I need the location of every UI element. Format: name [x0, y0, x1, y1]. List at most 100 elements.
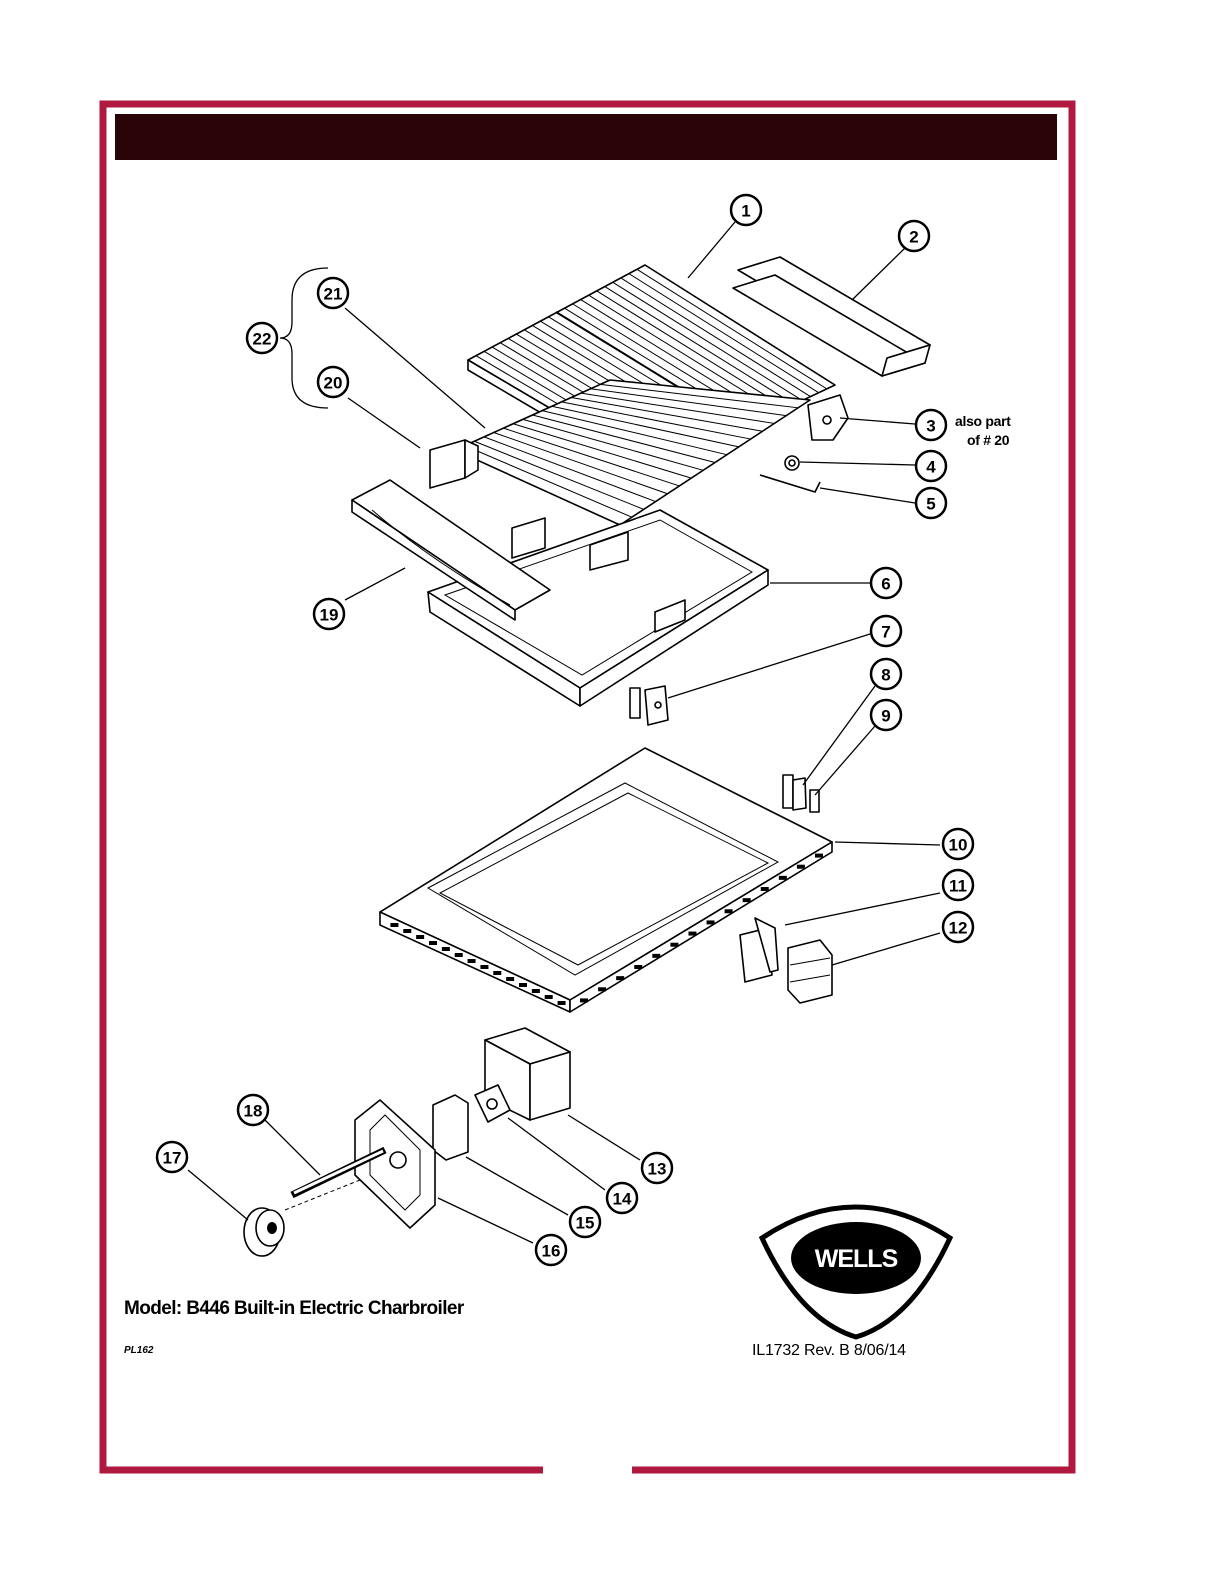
part-6-tray [428, 510, 768, 706]
part-5-clip [760, 475, 820, 492]
leader-line-19 [345, 568, 405, 600]
part-17-knob [244, 1208, 284, 1256]
part-4-fastener [785, 456, 799, 470]
leader-line-4 [800, 462, 915, 465]
frame-slot [707, 920, 715, 924]
callout-number: 20 [324, 374, 343, 393]
frame-slot [598, 987, 606, 991]
doc-code: PL162 [124, 1345, 153, 1356]
callout-3: 3 [916, 410, 946, 440]
model-title: Model: B446 Built-in Electric Charbroile… [124, 1298, 464, 1320]
callout-16: 16 [536, 1235, 566, 1265]
leader-line-3 [840, 418, 915, 424]
callout-number: 8 [881, 666, 890, 685]
frame-slot [545, 995, 553, 999]
frame-slot [442, 947, 450, 951]
part-3-note-line2: of # 20 [967, 432, 1010, 448]
frame-slot [725, 909, 733, 913]
callout-number: 18 [244, 1102, 263, 1121]
callout-7: 7 [871, 616, 901, 646]
callout-number: 7 [881, 623, 890, 642]
leader-line-8 [803, 686, 875, 785]
callout-number: 11 [949, 877, 967, 896]
frame-slot [558, 1001, 566, 1005]
frame-slot [797, 865, 805, 869]
frame-slot [480, 965, 488, 969]
leader-line-15 [466, 1157, 568, 1215]
frame-slot [390, 923, 398, 927]
callout-12: 12 [943, 912, 973, 942]
callout-4: 4 [916, 451, 946, 481]
frame-slot [416, 935, 424, 939]
frame-slot [779, 876, 787, 880]
logo-text: WELLS [815, 1245, 898, 1273]
leader-line-7 [668, 634, 870, 698]
callout-number: 17 [163, 1149, 182, 1168]
leader-line-2 [852, 248, 905, 300]
callout-8: 8 [871, 659, 901, 689]
callout-2: 2 [899, 221, 929, 251]
frame-slot [688, 932, 696, 936]
callout-18: 18 [238, 1095, 268, 1125]
leader-line-12 [832, 933, 940, 965]
callout-number: 21 [324, 285, 343, 304]
frame-slot [634, 965, 642, 969]
revision-info: IL1732 Rev. B 8/06/14 [752, 1342, 906, 1360]
leader-line-9 [815, 726, 875, 795]
frame-slot [429, 941, 437, 945]
callout-1: 1 [731, 195, 761, 225]
part-8-bracket [783, 775, 806, 810]
callout-number: 9 [881, 707, 890, 726]
callout-number: 14 [613, 1190, 632, 1209]
leader-line-13 [568, 1115, 640, 1160]
frame-slot [815, 854, 823, 858]
frame-slot [670, 943, 678, 947]
part-20-bracket [430, 440, 478, 488]
part-3-note-line1: also part [955, 413, 1011, 429]
callout-5: 5 [916, 488, 946, 518]
callout-number: 4 [926, 458, 936, 477]
leader-line-18 [265, 1120, 320, 1175]
part-21-element [455, 380, 810, 525]
frame-slot [532, 989, 540, 993]
callout-number: 3 [926, 417, 935, 436]
frame-slot [506, 977, 514, 981]
leader-line-1 [688, 222, 735, 278]
callout-number: 19 [320, 606, 339, 625]
callout-20: 20 [318, 367, 348, 397]
frame-slot [403, 929, 411, 933]
part-9-spacer [810, 790, 819, 812]
leader-line-16 [438, 1198, 533, 1243]
frame-slot [616, 976, 624, 980]
callout-17: 17 [157, 1142, 187, 1172]
callout-number: 2 [909, 228, 918, 247]
callout-number: 1 [741, 202, 750, 221]
callout-number: 10 [949, 836, 968, 855]
frame-slot [455, 953, 463, 957]
callout-22: 22 [247, 323, 277, 353]
callout-number: 13 [648, 1160, 667, 1179]
leader-line-11 [785, 893, 940, 925]
leader-line-20 [348, 398, 420, 448]
frame-slot [652, 954, 660, 958]
leader-line-17 [188, 1170, 248, 1220]
callout-number: 22 [253, 330, 272, 349]
frame-slot [493, 971, 501, 975]
frame-slot [743, 898, 751, 902]
callout-19: 19 [314, 599, 344, 629]
callout-11: 11 [943, 870, 973, 900]
callout-number: 16 [542, 1242, 561, 1261]
part-11-switch [740, 918, 778, 982]
callout-6: 6 [871, 568, 901, 598]
callout-14: 14 [607, 1183, 637, 1213]
callout-15: 15 [570, 1207, 600, 1237]
part-7-hinge [630, 686, 668, 725]
frame-slot [580, 998, 588, 1002]
frame-slot [761, 887, 769, 891]
leader-line-10 [835, 842, 940, 845]
wells-logo: WELLS [762, 1207, 950, 1337]
callout-21: 21 [318, 278, 348, 308]
callout-10: 10 [943, 829, 973, 859]
callout-number: 6 [881, 575, 890, 594]
